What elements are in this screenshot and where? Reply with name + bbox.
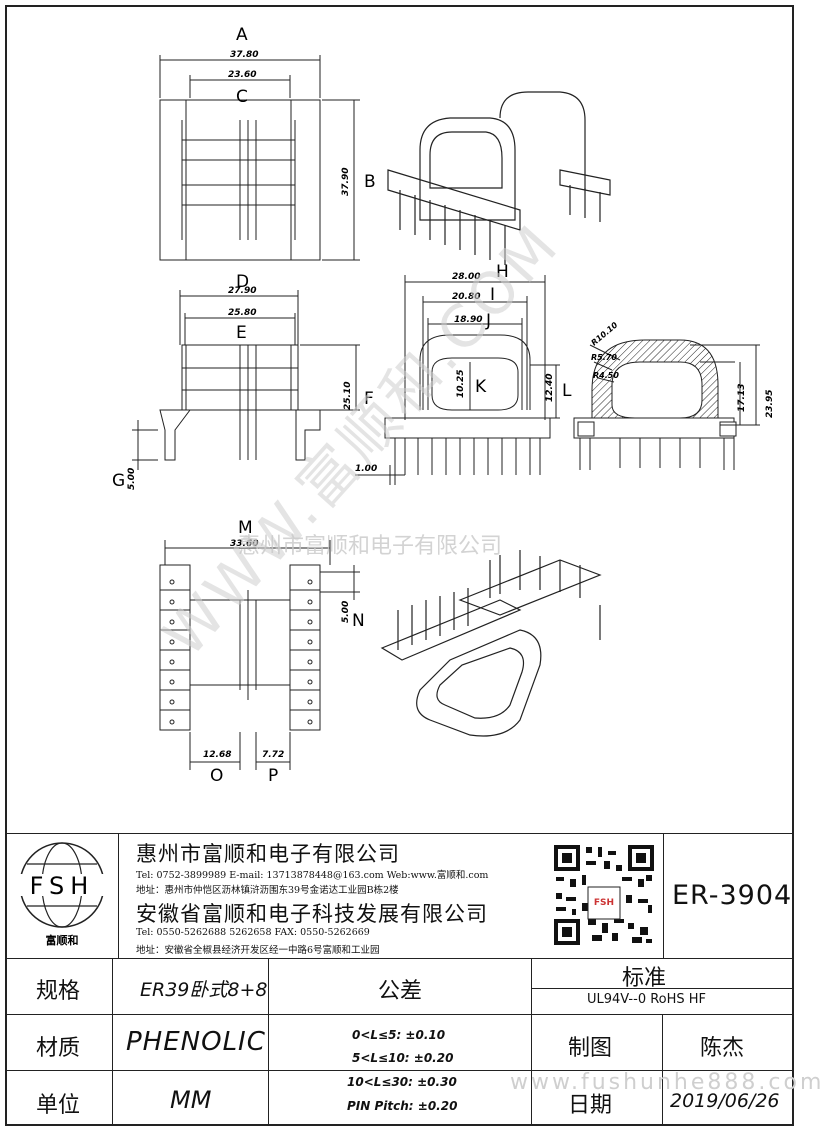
- front-view: [132, 290, 360, 470]
- section-view: [573, 339, 760, 470]
- dim-K: 10.25: [456, 370, 466, 398]
- fsh-logo: FSH 富顺和: [18, 842, 106, 947]
- date-label: 日期: [568, 1093, 613, 1118]
- label-C: C: [236, 87, 248, 107]
- watermark-company: 惠州市富顺和电子有限公司: [238, 534, 502, 559]
- logo-text: FSH: [30, 872, 95, 900]
- tb-v6: [662, 1014, 663, 1126]
- tb-v2: [663, 833, 664, 959]
- tb-v1: [118, 833, 119, 959]
- dim-P: 7.72: [262, 750, 284, 760]
- company2-name: 安徽省富顺和电子科技发展有限公司: [136, 902, 488, 926]
- dim-G: 5.00: [127, 468, 137, 490]
- standard-label: 标准: [622, 966, 667, 991]
- watermark-site: www.fushunhe888.com: [510, 1070, 824, 1095]
- label-L: L: [562, 381, 572, 401]
- dim-J: 18.90: [454, 315, 482, 325]
- tb-row2-line: [5, 1014, 794, 1015]
- dim-N: 5.00: [341, 601, 351, 623]
- unit-label: 单位: [36, 1093, 81, 1118]
- qr-center: FSH: [594, 898, 614, 908]
- dim-F: 25.10: [343, 382, 353, 410]
- company2-tel: Tel: 0550-5262688 5262658 FAX: 0550-5262…: [136, 927, 370, 938]
- dim-r3: R4.50: [593, 371, 619, 380]
- label-O: O: [210, 766, 223, 786]
- dim-r2: R5.70: [591, 353, 617, 362]
- tb-v4: [268, 958, 269, 1126]
- label-J: J: [485, 311, 491, 331]
- isometric-view-1: [387, 91, 611, 265]
- dim-B: 37.90: [341, 168, 351, 196]
- tolerance-3: 10<L≤30: ±0.30: [347, 1075, 457, 1089]
- part-number: ER-3904: [672, 880, 793, 911]
- sheet-border: [5, 5, 794, 1126]
- dim-side-h2: 23.95: [765, 390, 775, 418]
- company1-tel: Tel: 0752-3899989 E-mail: 13713878448@16…: [136, 870, 489, 881]
- tolerance-label: 公差: [378, 979, 423, 1004]
- bottom-view: [159, 540, 360, 770]
- label-D: D: [236, 272, 249, 292]
- material-label: 材质: [36, 1036, 81, 1061]
- tb-top-line: [5, 833, 794, 834]
- date-value: 2019/06/26: [670, 1090, 780, 1112]
- dim-pitch: 1.00: [355, 464, 377, 474]
- label-G: G: [112, 471, 125, 491]
- dim-O: 12.68: [203, 750, 231, 760]
- logo-name: 富顺和: [46, 933, 79, 947]
- qr-code: FSH: [552, 843, 656, 947]
- dim-side-h1: 17.13: [737, 384, 747, 412]
- side-view: [355, 275, 560, 485]
- dim-I: 20.80: [452, 292, 480, 302]
- label-N: N: [352, 611, 365, 631]
- dim-r1: R10.10: [590, 320, 620, 347]
- tb-v3: [112, 958, 113, 1126]
- company2-addr: 地址：安徽省全椒县经济开发区经一中路6号富顺和工业园: [136, 945, 380, 956]
- watermark-diagonal: WWW.富顺和.COM: [150, 210, 573, 669]
- dim-D: 27.90: [228, 286, 256, 296]
- label-E: E: [236, 323, 247, 343]
- tolerance-4: PIN Pitch: ±0.20: [347, 1099, 458, 1113]
- tolerance-1: 0<L≤5: ±0.10: [352, 1028, 446, 1042]
- label-K: K: [475, 377, 487, 397]
- tb-row1-line: [5, 958, 794, 959]
- label-I: I: [490, 285, 495, 305]
- tolerance-2: 5<L≤10: ±0.20: [352, 1051, 454, 1065]
- dim-C: 23.60: [228, 70, 256, 80]
- spec-value: ER39卧式8+8: [140, 979, 268, 1001]
- dim-A: 37.80: [230, 50, 258, 60]
- material-value: PHENOLIC: [126, 1027, 266, 1057]
- label-A: A: [236, 25, 248, 45]
- tb-std-line: [531, 988, 794, 989]
- label-F: F: [364, 389, 374, 409]
- drawn-label: 制图: [568, 1036, 613, 1061]
- label-P: P: [268, 766, 278, 786]
- technical-drawing: A 37.80 23.60 C 37.90 B D 27.90 25.80 E: [112, 25, 775, 786]
- spec-label: 规格: [36, 979, 81, 1004]
- label-H: H: [496, 262, 509, 282]
- dim-L: 12.40: [545, 374, 555, 402]
- label-M: M: [238, 518, 253, 538]
- top-view: [159, 55, 360, 261]
- company1-addr: 地址：惠州市仲恺区沥林镇浒沥围东39号金诺达工业园B栋2楼: [136, 885, 399, 896]
- drawing-sheet: A 37.80 23.60 C 37.90 B D 27.90 25.80 E: [5, 5, 821, 1126]
- label-B: B: [364, 172, 376, 192]
- isometric-view-2: [380, 550, 602, 737]
- dim-M: 33.60: [230, 539, 258, 549]
- standard-value: UL94V--0 RoHS HF: [587, 992, 707, 1007]
- drawn-value: 陈杰: [700, 1036, 745, 1061]
- dim-E: 25.80: [228, 308, 256, 318]
- company1-name: 惠州市富顺和电子有限公司: [136, 842, 400, 866]
- tb-v5: [531, 958, 532, 1126]
- unit-value: MM: [170, 1086, 212, 1114]
- dim-H: 28.00: [452, 272, 480, 282]
